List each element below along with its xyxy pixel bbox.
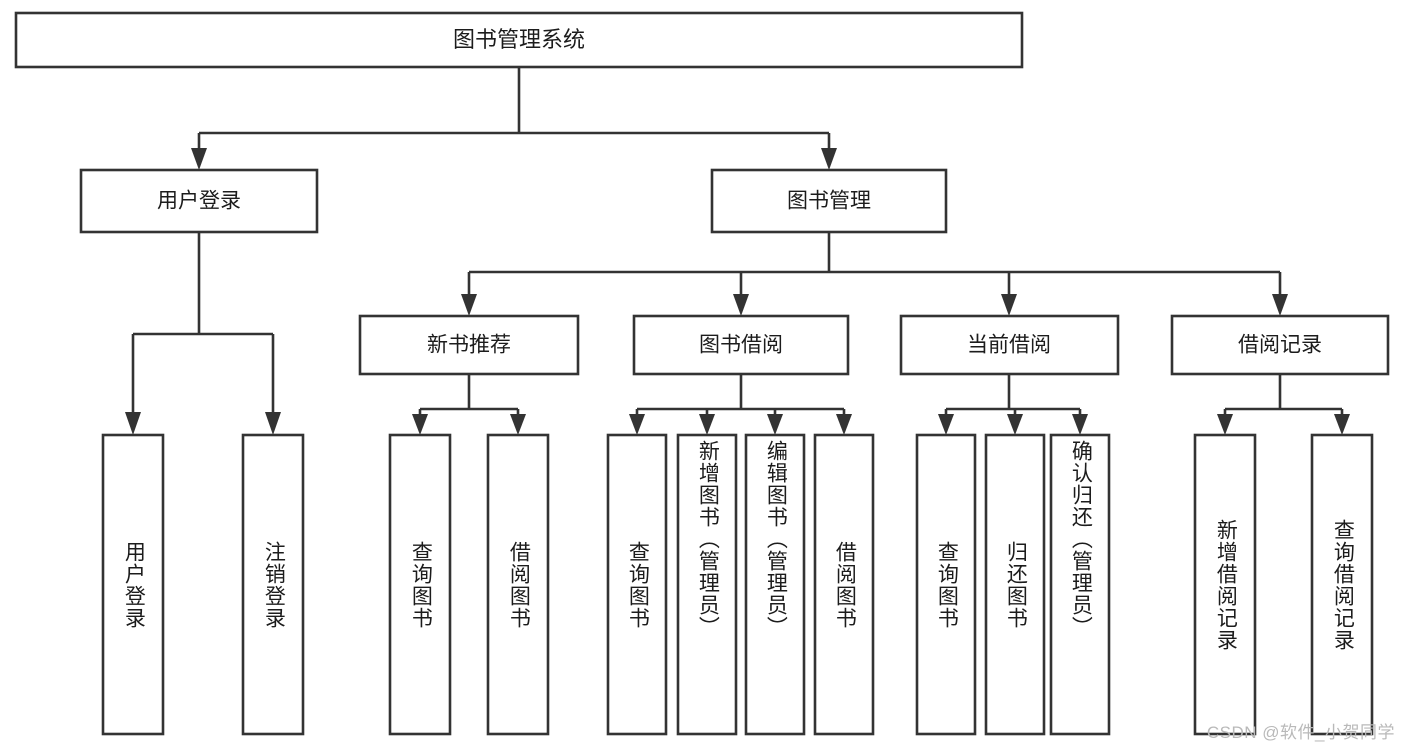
leaf-box-query-book-cur[interactable] [915, 433, 977, 736]
csdn-watermark: CSDN @软件_小贺同学 [1206, 723, 1395, 742]
connectors-user-login-to-leaves [125, 232, 281, 435]
leaf-box-query-record[interactable] [1310, 433, 1374, 736]
arrowhead-leaf-borrow-book-rec [510, 414, 526, 435]
node-borrow-record-label: 借阅记录 [1238, 334, 1322, 357]
node-book-manage[interactable]: 图书管理 [710, 168, 948, 234]
arrowhead-new-book-rec [461, 294, 477, 316]
node-current-borrow-label: 当前借阅 [967, 334, 1051, 357]
connectors-root-to-level1 [191, 67, 837, 170]
node-root[interactable]: 图书管理系统 [14, 11, 1024, 69]
leaf-box-user-login[interactable] [101, 433, 165, 736]
node-new-book-rec-label: 新书推荐 [427, 334, 511, 357]
arrowhead-leaf-edit-book [767, 414, 783, 435]
node-new-book-rec[interactable]: 新书推荐 [358, 314, 580, 376]
arrowhead-leaf-query-book-rec [412, 414, 428, 435]
node-borrow-record[interactable]: 借阅记录 [1170, 314, 1390, 376]
arrowhead-leaf-add-book [699, 414, 715, 435]
node-root-box[interactable] [14, 11, 1024, 69]
arrowhead-book-borrow [733, 294, 749, 316]
arrowhead-current-borrow [1001, 294, 1017, 316]
arrowhead-user-login [191, 148, 207, 170]
leaf-box-query-book-rec[interactable] [388, 433, 452, 736]
arrowhead-leaf-user-login [125, 412, 141, 435]
connectors-book-borrow-to-leaves [629, 374, 852, 435]
arrowhead-leaf-query-book-cur [938, 414, 954, 435]
node-root-label: 图书管理系统 [453, 27, 585, 52]
node-user-login-label: 用户登录 [157, 190, 241, 213]
arrowhead-leaf-add-record [1217, 414, 1233, 435]
node-book-manage-label: 图书管理 [787, 190, 871, 213]
leaf-box-logout[interactable] [241, 433, 305, 736]
connectors-current-borrow-to-leaves [938, 374, 1088, 435]
leaf-box-add-book[interactable] [676, 433, 738, 736]
arrowhead-leaf-query-record [1334, 414, 1350, 435]
leaf-box-return-book[interactable] [984, 433, 1046, 736]
node-book-borrow-label: 图书借阅 [699, 334, 783, 357]
node-new-book-rec-box[interactable] [358, 314, 580, 376]
node-borrow-record-box[interactable] [1170, 314, 1390, 376]
leaf-box-add-record[interactable] [1193, 433, 1257, 736]
node-user-login-box[interactable] [79, 168, 319, 234]
leaf-box-confirm-return[interactable] [1049, 433, 1111, 736]
node-current-borrow-box[interactable] [899, 314, 1120, 376]
arrowhead-leaf-return-book [1007, 414, 1023, 435]
arrowhead-leaf-query-book-borrow [629, 414, 645, 435]
leaf-box-query-book-borrow[interactable] [606, 433, 668, 736]
node-book-borrow[interactable]: 图书借阅 [632, 314, 850, 376]
node-current-borrow[interactable]: 当前借阅 [899, 314, 1120, 376]
leaf-box-edit-book[interactable] [744, 433, 806, 736]
arrowhead-leaf-logout [265, 412, 281, 435]
arrowhead-leaf-borrow-book [836, 414, 852, 435]
arrowhead-book-manage [821, 148, 837, 170]
node-book-borrow-box[interactable] [632, 314, 850, 376]
node-book-manage-box[interactable] [710, 168, 948, 234]
arrowhead-borrow-record [1272, 294, 1288, 316]
leaf-box-borrow-book[interactable] [813, 433, 875, 736]
connectors-new-book-rec-to-leaves [412, 374, 526, 435]
node-user-login[interactable]: 用户登录 [79, 168, 319, 234]
leaf-boxes [101, 433, 1374, 736]
leaf-box-borrow-book-rec[interactable] [486, 433, 550, 736]
connectors-book-manage-to-level2 [461, 232, 1288, 316]
arrowhead-leaf-confirm-return [1072, 414, 1088, 435]
connectors-borrow-record-to-leaves [1217, 374, 1350, 435]
